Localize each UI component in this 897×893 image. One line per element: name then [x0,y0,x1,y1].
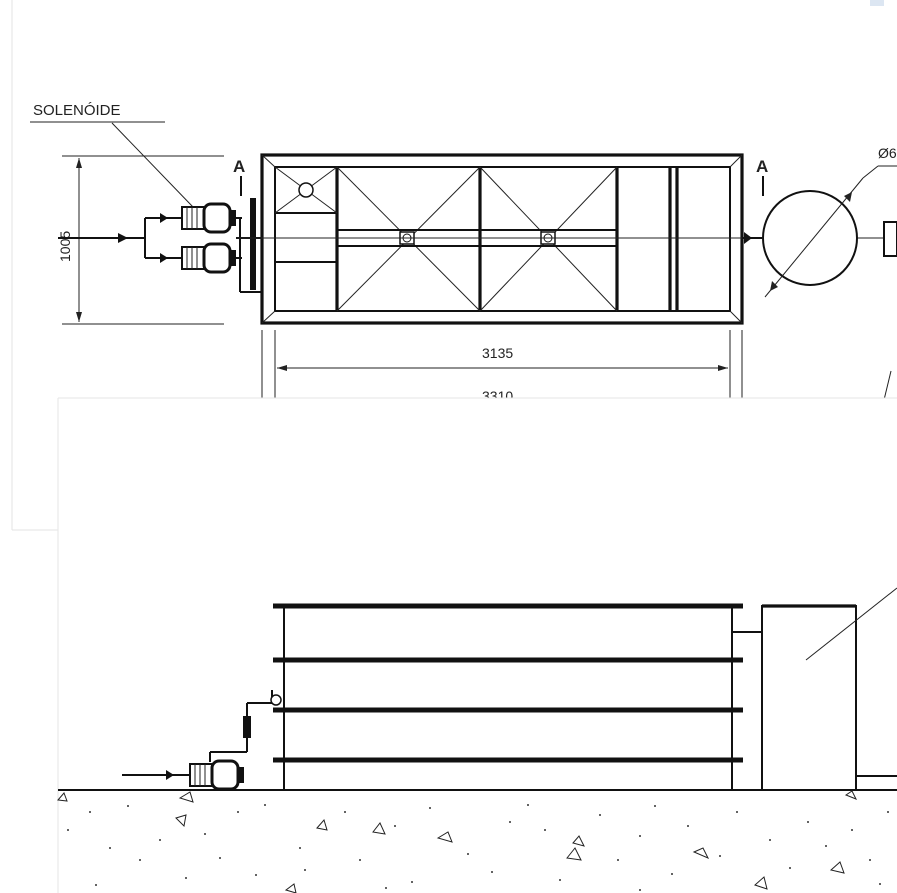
lower-sheet [58,398,897,893]
height-dimension-label: 1005 [57,231,73,262]
inlet-piping [58,213,183,263]
solenoid-leader-line [111,122,194,208]
section-left-label: A [233,157,245,176]
pump-motor-icon [181,202,236,234]
elevation-pump-piping [122,690,282,791]
height-dimension: 1005 [57,155,224,325]
valve-icon [160,253,168,263]
section-mark-right: A [756,157,768,196]
section-right-label: A [756,157,768,176]
pump-motor-icon [181,242,236,274]
gravel-hatch-icon [57,790,858,893]
gravel-dots [67,804,889,891]
valve-icon [166,770,174,780]
discharge-piping [236,198,262,293]
pump-motor-icon [189,759,244,791]
length-dimensions: 3135 3310 [261,330,743,404]
tank-plan [260,153,744,325]
valve-icon [118,233,128,243]
elevation-view [57,587,897,893]
valve-icon [160,213,168,223]
diameter-label: Ø6 [878,145,897,161]
plan-view: SOLENÓIDE 1005 [30,102,897,404]
inner-length-label: 3135 [482,345,513,361]
solenoid-label: SOLENÓIDE [33,102,121,119]
viewer-panel-border [11,0,884,531]
tank-elevation [273,603,743,790]
section-mark-left: A [233,157,245,196]
circular-unit: Ø6 [762,145,897,401]
